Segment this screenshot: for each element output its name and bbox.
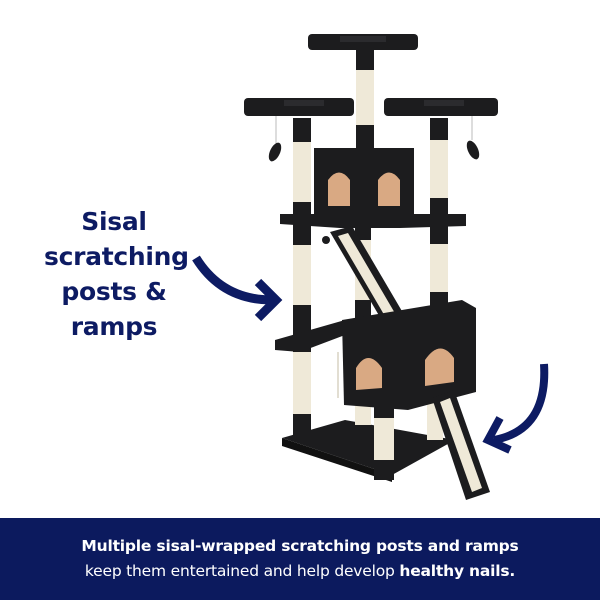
product-image-area: Sisal scratching posts & ramps xyxy=(44,34,549,500)
caption-line-2-bold: healthy nails. xyxy=(399,562,516,580)
feature-callout: Sisal scratching posts & ramps xyxy=(44,204,189,344)
callout-line: Sisal xyxy=(81,207,147,236)
callout-line: scratching xyxy=(44,242,189,271)
caption-line-2-regular: keep them entertained and help develop xyxy=(84,562,400,580)
caption-line-2: keep them entertained and help develop h… xyxy=(0,562,600,580)
caption-line-1: Multiple sisal-wrapped scratching posts … xyxy=(81,537,519,555)
caption-banner: Multiple sisal-wrapped scratching posts … xyxy=(0,518,600,600)
cat-tree-illustration xyxy=(192,34,549,500)
callout-line: ramps xyxy=(70,312,158,341)
callout-line: posts & xyxy=(61,277,167,306)
